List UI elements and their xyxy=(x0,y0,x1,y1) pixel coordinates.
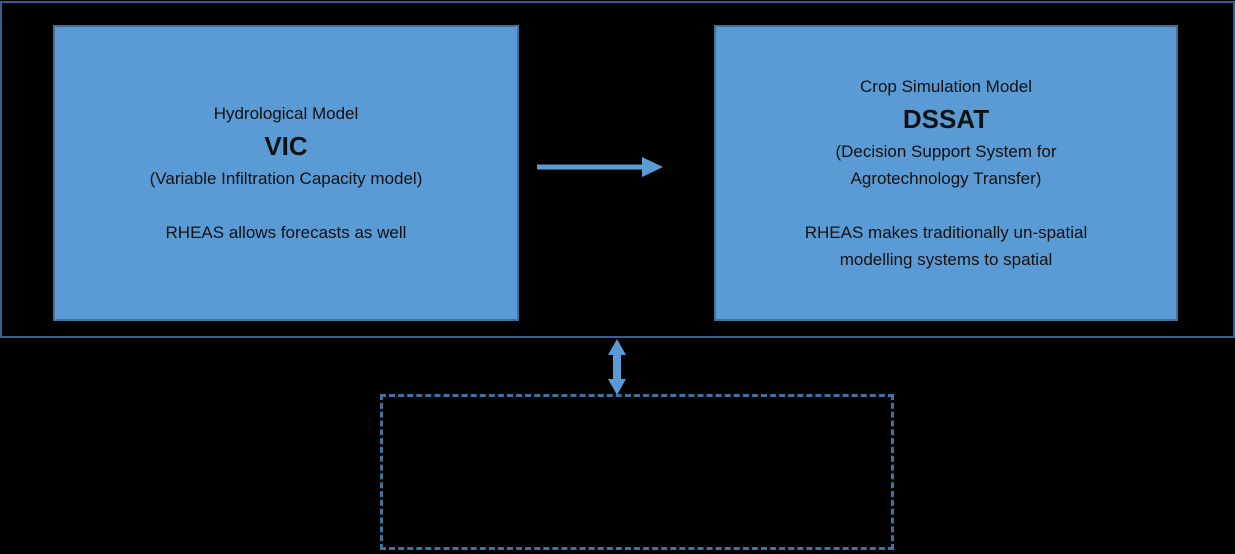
vic-box: Hydrological Model VIC (Variable Infiltr… xyxy=(53,25,519,321)
double-arrow-icon xyxy=(608,339,626,395)
dssat-box-subtitle-line1: (Decision Support System for xyxy=(835,142,1057,161)
dssat-box-note-line2: modelling systems to spatial xyxy=(839,250,1053,269)
vic-box-note: RHEAS allows forecasts as well xyxy=(165,223,407,242)
vic-box-acronym: VIC xyxy=(264,131,308,161)
vic-box-subtitle: (Variable Infiltration Capacity model) xyxy=(149,169,423,188)
dssat-box: Crop Simulation Model DSSAT (Decision Su… xyxy=(714,25,1178,321)
models-container: Hydrological Model VIC (Variable Infiltr… xyxy=(0,1,1235,338)
right-arrow-icon xyxy=(537,157,663,177)
dashed-box xyxy=(380,394,894,550)
dssat-box-note-line1: RHEAS makes traditionally un-spatial xyxy=(804,223,1088,242)
dssat-box-acronym: DSSAT xyxy=(902,104,990,134)
dssat-box-title: Crop Simulation Model xyxy=(860,77,1032,96)
vic-box-title: Hydrological Model xyxy=(213,104,359,123)
dssat-box-subtitle-line2: Agrotechnology Transfer) xyxy=(850,169,1042,188)
